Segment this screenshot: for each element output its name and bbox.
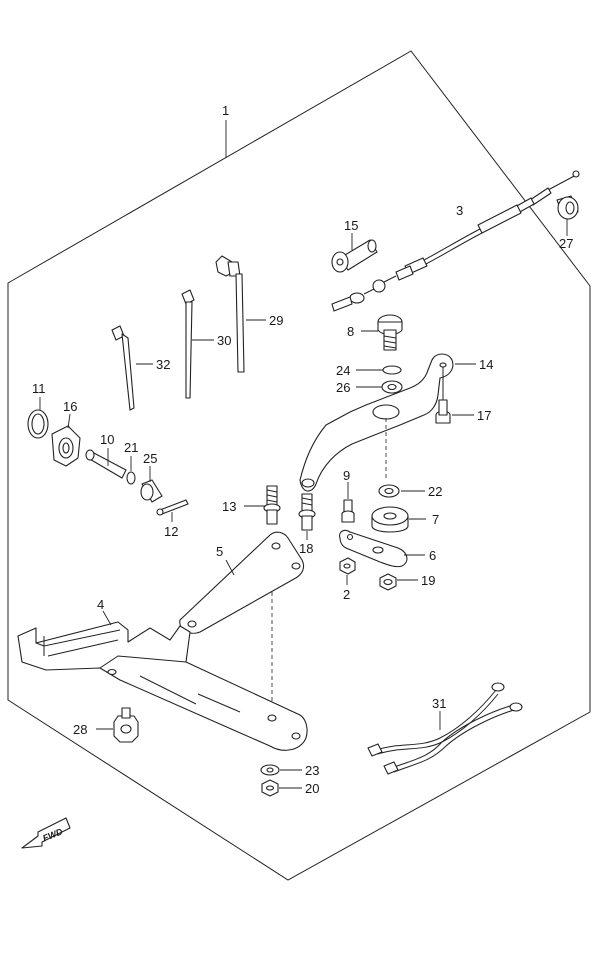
- mounting-stud[interactable]: [263, 485, 281, 525]
- tie-wrap-long[interactable]: [181, 289, 195, 399]
- clamp-tie[interactable]: [215, 255, 245, 373]
- callout-20: 20: [305, 781, 319, 796]
- shaft-collar[interactable]: [140, 479, 163, 503]
- throttle-lever[interactable]: [299, 353, 454, 492]
- callout-3: 3: [456, 203, 463, 218]
- spacer-washer[interactable]: [378, 484, 400, 498]
- callout-25: 25: [143, 451, 157, 466]
- callout-30: 30: [217, 333, 231, 348]
- callout-16: 16: [63, 399, 77, 414]
- forward-direction-badge: FWD: [21, 817, 71, 849]
- callout-14: 14: [479, 357, 493, 372]
- shaft-washer[interactable]: [126, 471, 136, 485]
- callout-27: 27: [559, 236, 573, 251]
- callout-12: 12: [164, 524, 178, 539]
- callout-21: 21: [124, 440, 138, 455]
- callout-18: 18: [299, 541, 313, 556]
- callout-15: 15: [344, 218, 358, 233]
- stud-bolt[interactable]: [341, 499, 355, 523]
- callout-7: 7: [432, 512, 439, 527]
- callout-1: 1: [222, 103, 229, 118]
- callout-26: 26: [336, 380, 350, 395]
- pivot-shaft[interactable]: [85, 449, 127, 479]
- callout-4: 4: [97, 597, 104, 612]
- grommet[interactable]: [556, 195, 579, 220]
- bushing-housing[interactable]: [51, 425, 81, 467]
- plate-nut[interactable]: [261, 779, 279, 797]
- o-ring[interactable]: [27, 409, 49, 439]
- base-plate[interactable]: [17, 621, 308, 751]
- callout-22: 22: [428, 484, 442, 499]
- callout-32: 32: [156, 357, 170, 372]
- lever-stud[interactable]: [298, 493, 316, 531]
- lever-bolt[interactable]: [435, 367, 451, 424]
- callout-11: 11: [32, 381, 46, 396]
- callout-17: 17: [477, 408, 491, 423]
- throttle-cable[interactable]: [331, 170, 580, 312]
- callout-2: 2: [343, 587, 350, 602]
- assembly-frame: [7, 50, 591, 881]
- washer[interactable]: [381, 380, 403, 394]
- callout-23: 23: [305, 763, 319, 778]
- callout-19: 19: [421, 573, 435, 588]
- callout-13: 13: [222, 499, 236, 514]
- bracket-plate[interactable]: [179, 531, 305, 634]
- lever-collar[interactable]: [371, 506, 409, 533]
- callout-6: 6: [429, 548, 436, 563]
- cable-joint[interactable]: [331, 239, 378, 273]
- callout-9: 9: [343, 468, 350, 483]
- lock-nut[interactable]: [379, 573, 397, 591]
- wire-harness[interactable]: [367, 682, 523, 775]
- forward-arrow-icon: [21, 817, 71, 849]
- hex-nut[interactable]: [339, 557, 356, 575]
- callout-5: 5: [216, 544, 223, 559]
- callout-10: 10: [100, 432, 114, 447]
- callout-28: 28: [73, 722, 87, 737]
- cable-clip[interactable]: [113, 707, 139, 743]
- cotter-pin[interactable]: [156, 499, 189, 516]
- plate-washer[interactable]: [260, 764, 280, 776]
- friction-plate[interactable]: [339, 529, 408, 568]
- pivot-bolt[interactable]: [377, 314, 403, 351]
- callout-31: 31: [432, 696, 446, 711]
- callout-29: 29: [269, 313, 283, 328]
- callout-8: 8: [347, 324, 354, 339]
- wave-washer[interactable]: [382, 365, 402, 375]
- tie-wrap-short[interactable]: [111, 325, 135, 411]
- callout-24: 24: [336, 363, 350, 378]
